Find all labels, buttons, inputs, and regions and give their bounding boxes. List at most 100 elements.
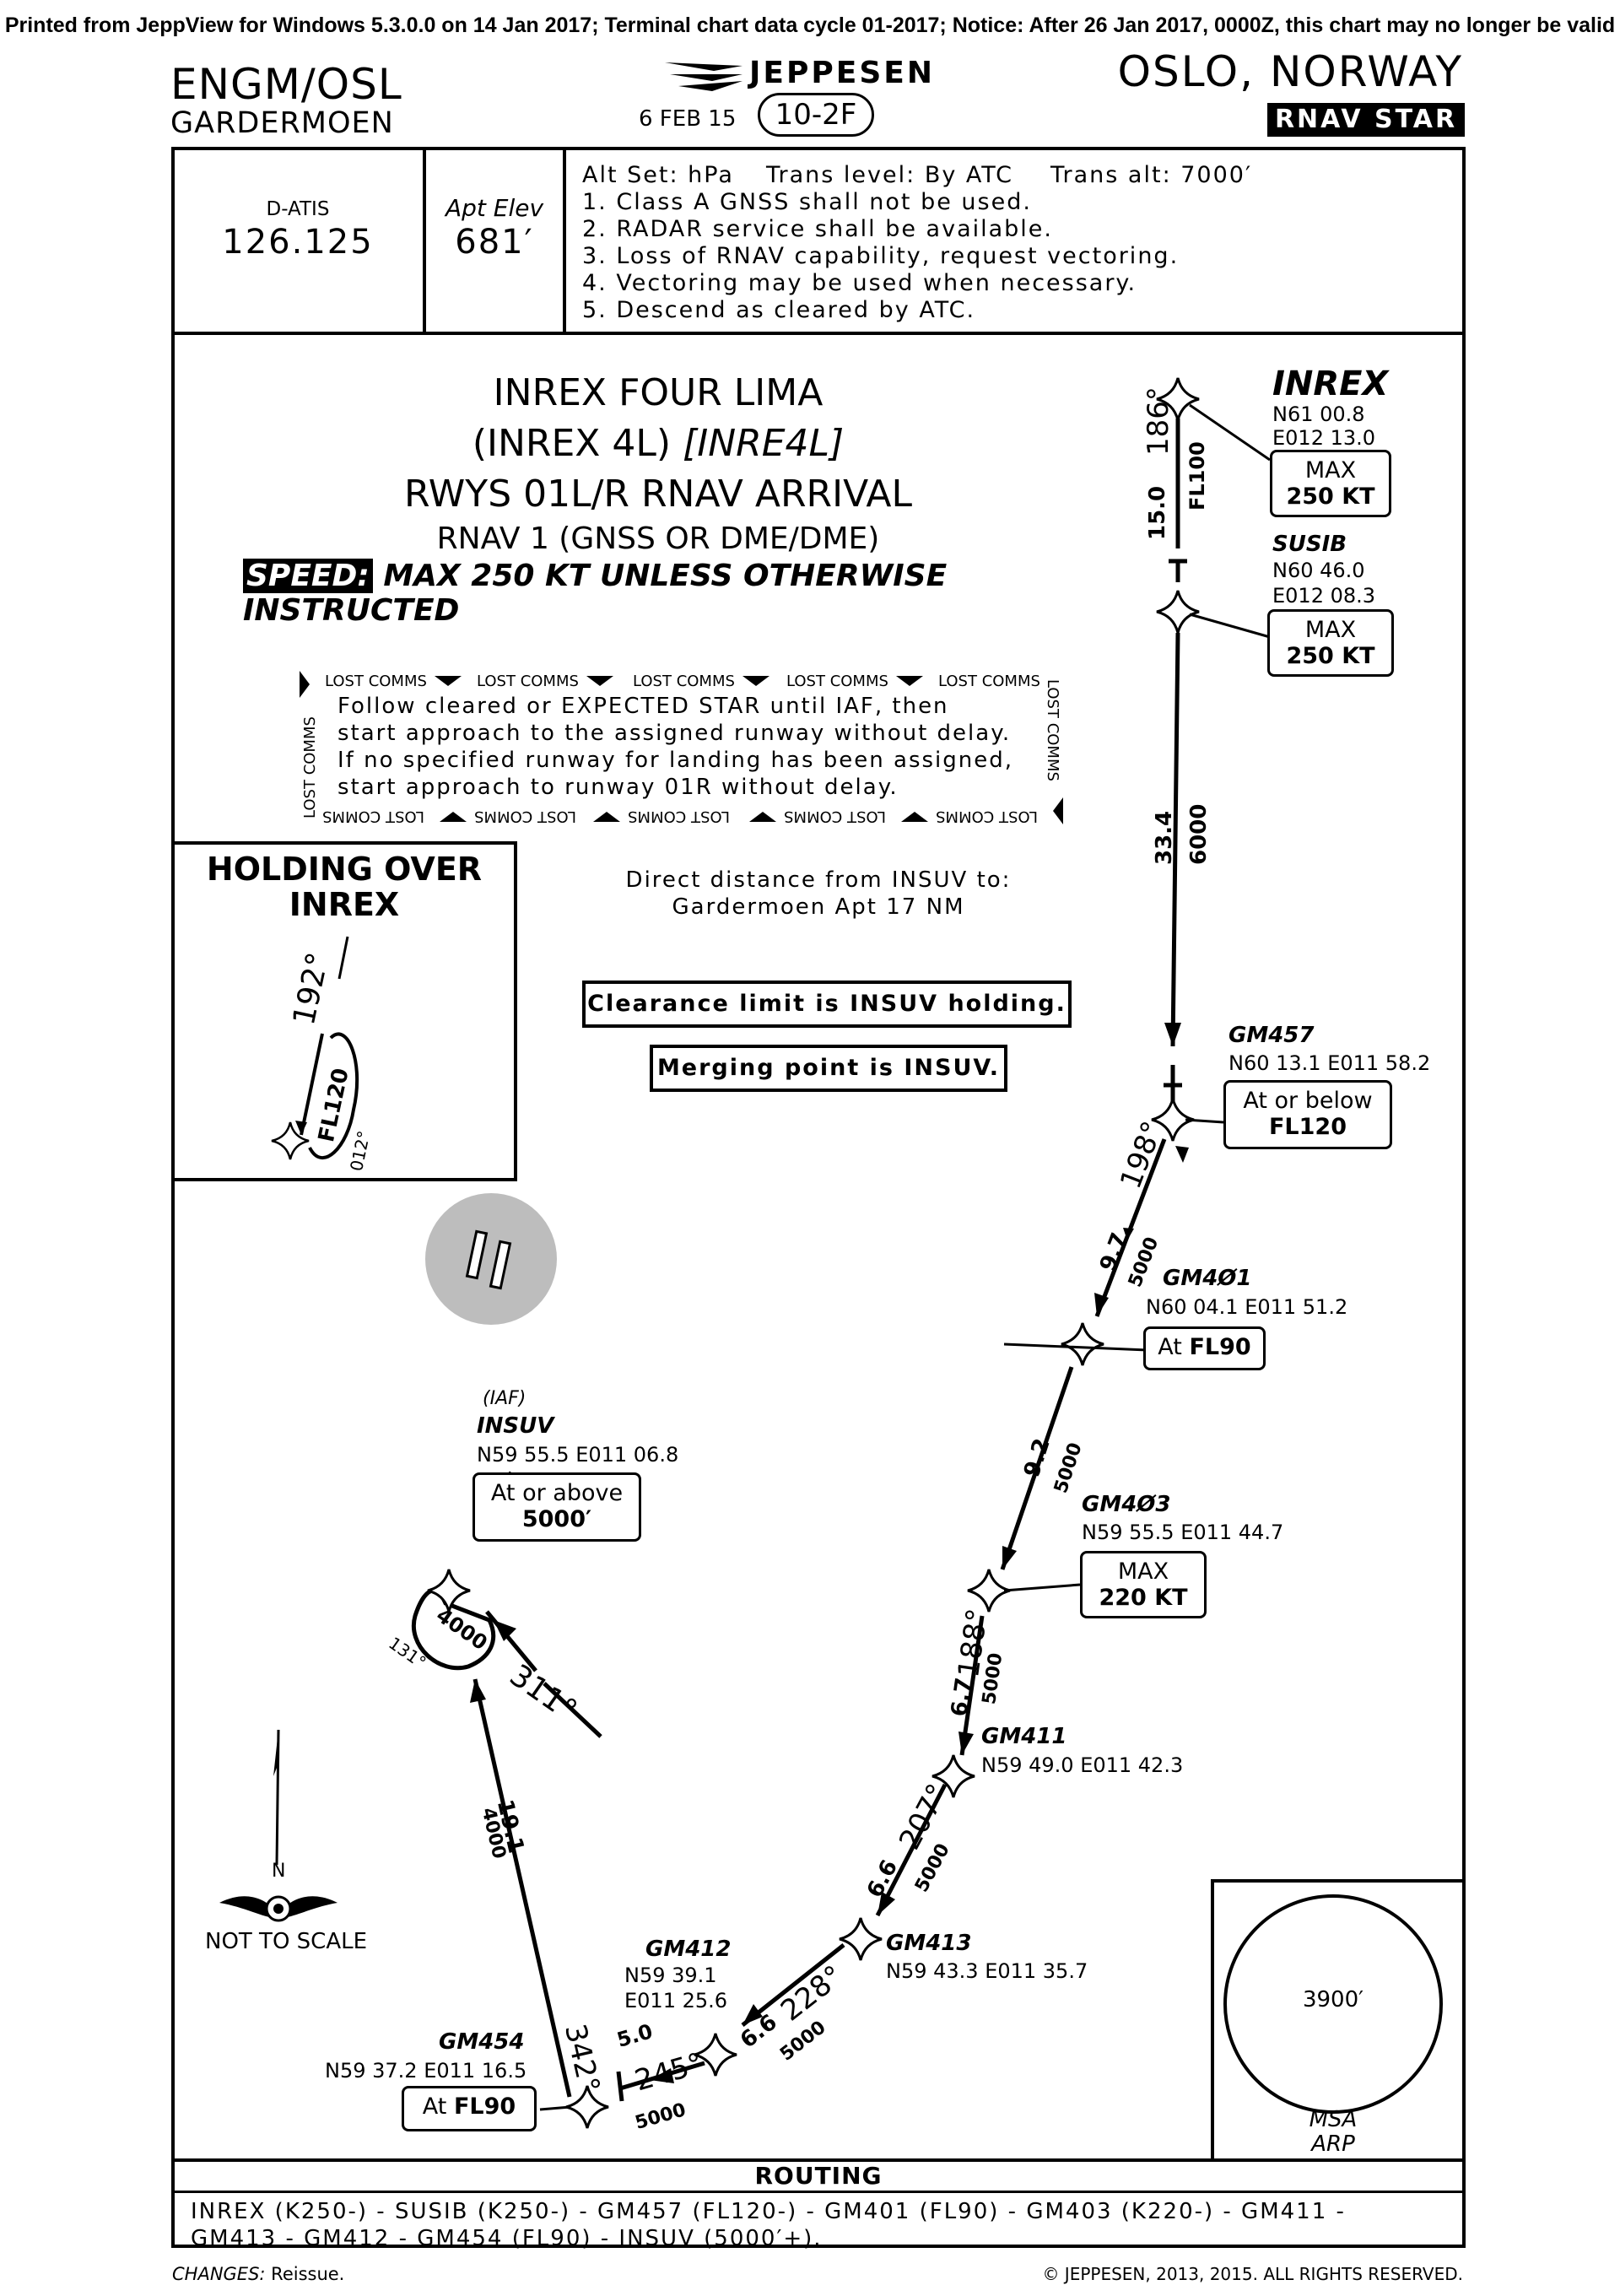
info-divider-1 bbox=[423, 147, 426, 333]
routing-line-1: INREX (K250-) - SUSIB (K250-) - GM457 (F… bbox=[191, 2199, 1346, 2224]
svg-text:LOST COMMS: LOST COMMS bbox=[786, 673, 888, 690]
routing-divider-top bbox=[171, 2158, 1466, 2162]
chart-frame bbox=[171, 147, 1466, 2248]
routing-divider-mid bbox=[171, 2191, 1466, 2193]
airport-name: GARDERMOEN bbox=[170, 106, 394, 140]
fix-insuv-alt-limit: At or above 5000′ bbox=[472, 1472, 641, 1542]
fix-susib-speed-limit: MAX 250 KT bbox=[1267, 609, 1394, 677]
note-4: 4. Vectoring may be used when necessary. bbox=[582, 270, 1137, 296]
speed-restriction: SPEED: MAX 250 KT UNLESS OTHERWISE INSTR… bbox=[243, 559, 1087, 628]
procedure-name: INREX FOUR LIMA bbox=[493, 371, 824, 414]
fix-gm457-limit-1: At or below bbox=[1243, 1088, 1373, 1114]
info-divider-bottom bbox=[171, 332, 1466, 335]
procedure-nav-spec: RNAV 1 (GNSS OR DME/DME) bbox=[436, 521, 880, 556]
chart-type-badge: RNAV STAR bbox=[1267, 103, 1465, 137]
fix-gm401-name: GM4Ø1 bbox=[1163, 1266, 1252, 1291]
fix-gm457-coord: N60 13.1 E011 58.2 bbox=[1228, 1051, 1431, 1075]
chart-number: 10-2F bbox=[758, 93, 874, 137]
procedure-short: (INREX 4L) bbox=[472, 422, 672, 465]
lost-comms-line-3: If no specified runway for landing has b… bbox=[338, 748, 1014, 773]
leg-gm403-gm411-dist: 6.7 bbox=[947, 1676, 978, 1719]
fix-gm457-name: GM457 bbox=[1228, 1023, 1315, 1048]
fix-gm413-name: GM413 bbox=[886, 1931, 972, 1956]
msa-box bbox=[1211, 1879, 1466, 2162]
svg-text:LOST COMMS: LOST COMMS bbox=[936, 808, 1038, 825]
holding-title-2: INREX bbox=[289, 886, 400, 923]
fix-gm413-coord: N59 43.3 E011 35.7 bbox=[886, 1959, 1088, 1983]
merging-point: Merging point is INSUV. bbox=[650, 1045, 1007, 1092]
fix-insuv-limit-1: At or above bbox=[490, 1480, 624, 1506]
fix-inrex-lon: E012 13.0 bbox=[1272, 426, 1376, 450]
note-1: 1. Class A GNSS shall not be used. bbox=[582, 189, 1032, 215]
fix-gm401-alt-limit: At FL90 bbox=[1143, 1326, 1266, 1370]
svg-text:LOST COMMS: LOST COMMS bbox=[1044, 679, 1061, 781]
msa-altitude: 3900′ bbox=[1302, 1987, 1364, 2012]
fix-gm411-coord: N59 49.0 E011 42.3 bbox=[981, 1753, 1184, 1777]
fix-insuv-coord: N59 55.5 E011 06.8 bbox=[477, 1443, 679, 1467]
info-divider-2 bbox=[563, 147, 566, 333]
speed-tag: SPEED: bbox=[243, 559, 373, 593]
elevation-value: 681′ bbox=[455, 223, 534, 262]
fix-gm454-limit-1: At bbox=[422, 2093, 447, 2120]
fix-gm454-name: GM454 bbox=[439, 2029, 525, 2055]
lost-comms-line-2: start approach to the assigned runway wi… bbox=[338, 721, 1012, 746]
leg-susib-gm457-alt: 6000 bbox=[1186, 803, 1212, 865]
jeppesen-logo bbox=[665, 57, 969, 100]
note-3: 3. Loss of RNAV capability, request vect… bbox=[582, 243, 1180, 269]
atis-label: D-ATIS bbox=[266, 198, 330, 220]
fix-gm412-name: GM412 bbox=[645, 1937, 732, 1962]
fix-gm403-limit-1: MAX bbox=[1117, 1559, 1169, 1585]
direct-distance-line-1: Direct distance from INSUV to: bbox=[625, 867, 1012, 893]
altimeter-setting: Alt Set: hPa bbox=[582, 162, 734, 188]
fix-inrex-speed-limit: MAX 250 KT bbox=[1270, 450, 1391, 517]
fix-gm457-limit-2: FL120 bbox=[1268, 1114, 1347, 1140]
jeppesen-wordmark: JEPPESEN bbox=[749, 56, 935, 90]
fix-susib-limit-2: 250 KT bbox=[1286, 643, 1375, 669]
msa-label: MSA bbox=[1309, 2107, 1358, 2132]
svg-text:LOST COMMS: LOST COMMS bbox=[633, 673, 735, 690]
leg-inrex-susib-course: 186° bbox=[1142, 386, 1175, 456]
fix-susib-lat: N60 46.0 bbox=[1272, 559, 1365, 582]
procedure-code: [INRE4L] bbox=[683, 422, 845, 465]
north-arrow bbox=[202, 1729, 354, 1932]
svg-text:LOST COMMS: LOST COMMS bbox=[938, 673, 1040, 690]
fix-gm403-name: GM4Ø3 bbox=[1082, 1492, 1171, 1517]
note-2: 2. RADAR service shall be available. bbox=[582, 216, 1053, 242]
fix-gm412-lon: E011 25.6 bbox=[624, 1989, 728, 2012]
fix-gm454-alt-limit: At FL90 bbox=[402, 2086, 537, 2131]
svg-text:LOST COMMS: LOST COMMS bbox=[474, 808, 576, 825]
fix-gm401-limit-1: At bbox=[1158, 1334, 1182, 1360]
city-name: OSLO, NORWAY bbox=[1117, 47, 1463, 96]
fix-susib-limit-1: MAX bbox=[1304, 617, 1357, 643]
note-5: 5. Descend as cleared by ATC. bbox=[582, 297, 976, 323]
routing-title: ROUTING bbox=[754, 2162, 883, 2190]
transition-altitude: Trans alt: 7000′ bbox=[1050, 162, 1253, 188]
fix-gm454-limit-2: FL90 bbox=[453, 2093, 516, 2120]
holding-diagram bbox=[175, 928, 512, 1178]
fix-insuv-limit-2: 5000′ bbox=[521, 1506, 592, 1532]
chart-date: 6 FEB 15 bbox=[639, 106, 737, 132]
fix-gm412-lat: N59 39.1 bbox=[624, 1964, 717, 1987]
fix-inrex-limit-1: MAX bbox=[1304, 457, 1357, 484]
airport-symbol bbox=[424, 1191, 559, 1326]
clearance-limit: Clearance limit is INSUV holding. bbox=[582, 981, 1072, 1028]
holding-inset bbox=[171, 841, 517, 1181]
fix-inrex-limit-2: 250 KT bbox=[1286, 484, 1375, 510]
svg-text:LOST COMMS: LOST COMMS bbox=[628, 808, 730, 825]
changes-text: Reissue. bbox=[271, 2264, 345, 2284]
transition-level: Trans level: By ATC bbox=[766, 162, 1014, 188]
elevation-label: Apt Elev bbox=[445, 194, 544, 222]
lost-comms-line-4: start approach to runway 01R without del… bbox=[338, 775, 899, 800]
procedure-short-name: (INREX 4L) [INRE4L] bbox=[338, 422, 979, 465]
direct-distance-line-2: Gardermoen Apt 17 NM bbox=[672, 894, 965, 920]
changes-label: CHANGES: bbox=[172, 2264, 266, 2284]
routing-line-2: GM413 - GM412 - GM454 (FL90) - INSUV (50… bbox=[191, 2226, 823, 2251]
copyright: © JEPPESEN, 2013, 2015. ALL RIGHTS RESER… bbox=[1042, 2264, 1463, 2284]
leg-inrex-susib-alt: FL100 bbox=[1185, 441, 1209, 511]
fix-insuv-iaf: (IAF) bbox=[483, 1388, 526, 1409]
fix-gm403-limit-2: 220 KT bbox=[1099, 1585, 1188, 1611]
msa-reference: ARP bbox=[1311, 2131, 1355, 2157]
lost-comms-line-1: Follow cleared or EXPECTED STAR until IA… bbox=[338, 694, 949, 719]
msa-circle bbox=[1223, 1894, 1443, 2114]
not-to-scale: NOT TO SCALE bbox=[205, 1929, 368, 1954]
